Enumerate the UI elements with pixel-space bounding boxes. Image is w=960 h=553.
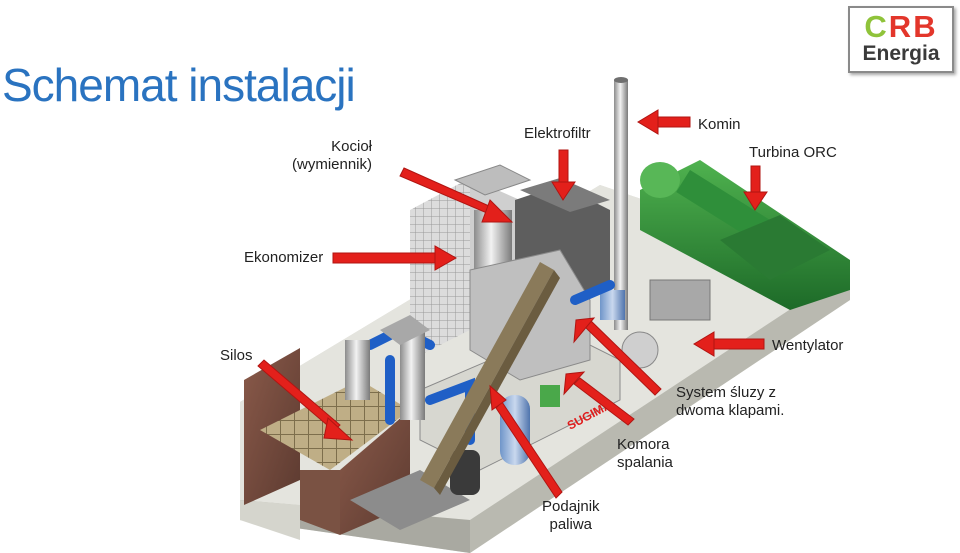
arrow-komin — [637, 109, 691, 135]
logo-letters: CRB — [864, 9, 938, 44]
page-title: Schemat instalacji — [2, 59, 356, 111]
logo-energia: Energia — [862, 42, 940, 65]
label-podajnik: Podajnik paliwa — [542, 498, 600, 533]
arrow-elektrofiltr — [551, 149, 576, 201]
arrow-silos — [257, 359, 354, 441]
label-elektrofiltr: Elektrofiltr — [524, 125, 591, 142]
chimney — [614, 77, 628, 330]
arrow-sluza — [573, 317, 662, 396]
arrow-komora — [563, 371, 635, 426]
cyclones — [345, 315, 430, 420]
arrow-ekonomizer — [332, 245, 458, 271]
arrow-podajnik — [489, 384, 563, 499]
fuel-conveyor — [420, 262, 560, 495]
label-kociol: Kocioł (wymiennik) — [292, 138, 373, 173]
fan-and-pipes — [600, 279, 711, 369]
label-turbina: Turbina ORC — [749, 144, 837, 161]
label-komin: Komin — [698, 116, 741, 133]
arrows — [257, 109, 768, 499]
arrow-turbina — [743, 165, 768, 211]
label-silos: Silos — [220, 347, 253, 364]
label-ekonomizer: Ekonomizer — [244, 249, 324, 266]
label-komora: Komora spalania — [617, 436, 673, 471]
arrow-kociol — [399, 167, 514, 223]
label-sluza: System śluzy z dwoma klapami. — [676, 384, 785, 419]
arrow-wentylator — [693, 331, 765, 357]
orc-turbine — [640, 160, 850, 310]
crb-energia-logo: CRB Energia — [848, 6, 954, 73]
label-wentylator: Wentylator — [772, 337, 844, 354]
